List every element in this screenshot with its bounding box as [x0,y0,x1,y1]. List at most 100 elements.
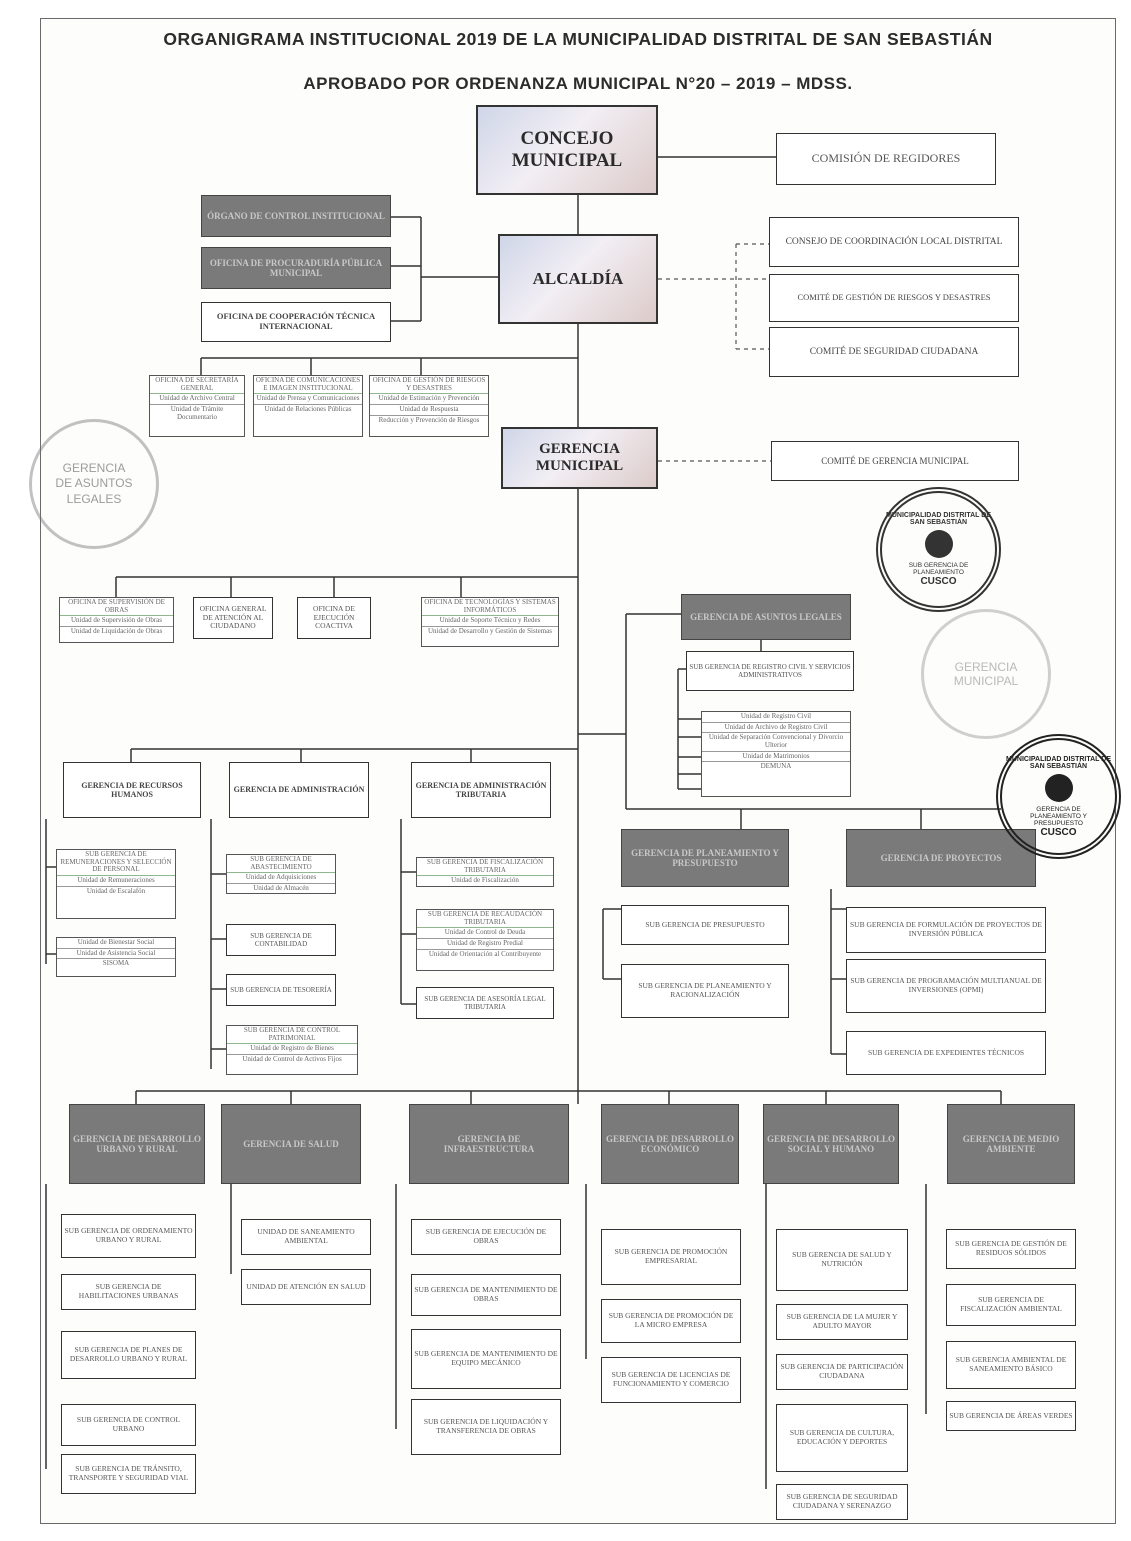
gerencia-planeamiento-box: GERENCIA DE PLANEAMIENTO Y PRESUPUESTO [621,829,789,887]
proyectos-sub-1: SUB GERENCIA DE FORMULACIÓN DE PROYECTOS… [846,907,1046,953]
unit-item: Unidad de Orientación al Contribuyente [428,949,542,958]
gerencia-proyectos-box: GERENCIA DE PROYECTOS [846,829,1036,887]
sub-title: SUB GERENCIA DE REMUNERACIONES Y SELECCI… [57,850,175,877]
infra-sub-3: SUB GERENCIA DE MANTENIMIENTO DE EQUIPO … [411,1329,561,1389]
comision-regidores-box: COMISIÓN DE REGIDORES [776,133,996,185]
infra-sub-4: SUB GERENCIA DE LIQUIDACIÓN Y TRANSFEREN… [411,1399,561,1455]
admin-sub-1: SUB GERENCIA DE ABASTECIMIENTO Unidad de… [226,854,336,894]
org-chart-page: ORGANIGRAMA INSTITUCIONAL 2019 DE LA MUN… [29,18,1121,1524]
office-unit: Unidad de Estimación y Prevención [370,394,488,406]
sub-title: SUB GERENCIA DE ABASTECIMIENTO [227,855,335,874]
chart-title: ORGANIGRAMA INSTITUCIONAL 2019 DE LA MUN… [163,29,993,49]
comite-gerencia-box: COMITÉ DE GERENCIA MUNICIPAL [771,441,1019,481]
social-sub-1: SUB GERENCIA DE SALUD Y NUTRICIÓN [776,1229,908,1291]
office-unit: Unidad de Archivo Central [150,394,244,406]
economico-sub-2: SUB GERENCIA DE PROMOCIÓN DE LA MICRO EM… [601,1299,741,1343]
office-title: OFICINA DE COMUNICACIONES E IMAGEN INSTI… [254,376,362,395]
infra-sub-2: SUB GERENCIA DE MANTENIMIENTO DE OBRAS [411,1274,561,1316]
sub-title: SUB GERENCIA DE RECAUDACIÓN TRIBUTARIA [417,910,553,929]
economico-sub-1: SUB GERENCIA DE PROMOCIÓN EMPRESARIAL [601,1229,741,1285]
gerencia-desarrollo-economico-box: GERENCIA DE DESARROLLO ECONÓMICO [601,1104,739,1184]
alcaldia-box: ALCALDÍA [498,234,658,324]
seal-text: MUNICIPALIDAD DISTRITAL DE SAN SEBASTIÁN… [886,512,991,587]
social-sub-4: SUB GERENCIA DE CULTURA, EDUCACIÓN Y DEP… [776,1404,908,1472]
proyectos-sub-3: SUB GERENCIA DE EXPEDIENTES TÉCNICOS [846,1031,1046,1075]
gerencia-municipal-box: GERENCIA MUNICIPAL [501,427,658,489]
seal-municipalidad-1: MUNICIPALIDAD DISTRITAL DE SAN SEBASTIÁN… [876,487,1001,612]
unit-item: Unidad de Bienestar Social [57,938,175,949]
unit-item: DEMUNA [760,762,792,771]
concejo-municipal-box: CONCEJO MUNICIPAL [476,105,658,195]
office-unit: Unidad de Relaciones Públicas [264,405,352,414]
office-unit: Unidad de Prensa y Comunicaciones [254,394,362,406]
organo-control-box: ÓRGANO DE CONTROL INSTITUCIONAL [201,195,391,237]
seal-text: GERENCIA MUNICIPAL [953,660,1019,688]
alcaldia-office-3: OFICINA DE GESTIÓN DE RIESGOS Y DESASTRE… [369,375,489,437]
salud-sub-1: UNIDAD DE SANEAMIENTO AMBIENTAL [241,1219,371,1255]
urbano-sub-4: SUB GERENCIA DE CONTROL URBANO [61,1404,196,1446]
unit-item: SISOMA [102,959,130,968]
ambiente-sub-1: SUB GERENCIA DE GESTIÓN DE RESIDUOS SÓLI… [946,1229,1076,1269]
unit-item: Unidad de Escalafón [86,886,146,895]
infra-sub-1: SUB GERENCIA DE EJECUCIÓN DE OBRAS [411,1219,561,1255]
gerencia-office-3: OFICINA DE EJECUCIÓN COACTIVA [297,597,371,639]
social-sub-2: SUB GERENCIA DE LA MUJER Y ADULTO MAYOR [776,1304,908,1340]
office-unit: Reducción y Prevención de Riesgos [378,415,480,424]
admin-sub-2: SUB GERENCIA DE CONTABILIDAD [226,924,336,956]
cooperacion-box: OFICINA DE COOPERACIÓN TÉCNICA INTERNACI… [201,302,391,342]
planeamiento-sub-2: SUB GERENCIA DE PLANEAMIENTO Y RACIONALI… [621,964,789,1018]
unit-item: Unidad de Almacén [253,884,309,893]
ambiente-sub-2: SUB GERENCIA DE FISCALIZACIÓN AMBIENTAL [946,1284,1076,1326]
procuraduria-box: OFICINA DE PROCURADURÍA PÚBLICA MUNICIPA… [201,247,391,289]
urbano-sub-1: SUB GERENCIA DE ORDENAMIENTO URBANO Y RU… [61,1214,196,1258]
gerencia-medio-ambiente-box: GERENCIA DE MEDIO AMBIENTE [947,1104,1075,1184]
chart-subtitle: APROBADO POR ORDENANZA MUNICIPAL N°20 – … [303,74,853,93]
admin-sub-3: SUB GERENCIA DE TESORERÍA [226,974,336,1006]
gerencia-office-4: OFICINA DE TECNOLOGÍAS Y SISTEMAS INFORM… [421,597,559,647]
consejo-coordinacion-box: CONSEJO DE COORDINACIÓN LOCAL DISTRITAL [769,217,1019,267]
seal-asuntos-legales: GERENCIA DE ASUNTOS LEGALES [29,419,159,549]
planeamiento-sub-1: SUB GERENCIA DE PRESUPUESTO [621,905,789,945]
office-unit: Unidad de Respuesta [370,405,488,416]
office-title: OFICINA DE SUPERVISIÓN DE OBRAS [60,598,173,617]
comite-seguridad-box: COMITÉ DE SEGURIDAD CIUDADANA [769,327,1019,377]
unit-item: Unidad de Asistencia Social [57,949,175,960]
seal-gerencia-municipal: GERENCIA MUNICIPAL [921,609,1051,739]
gerencia-tributaria-box: GERENCIA DE ADMINISTRACIÓN TRIBUTARIA [411,762,551,818]
admin-sub-4: SUB GERENCIA DE CONTROL PATRIMONIAL Unid… [226,1025,358,1075]
unit-item: Unidad de Registro de Bienes [227,1044,357,1056]
office-unit: Unidad de Liquidación de Obras [70,627,163,636]
tributaria-sub-1: SUB GERENCIA DE FISCALIZACIÓN TRIBUTARIA… [416,857,554,887]
office-title: OFICINA DE SECRETARÍA GENERAL [150,376,244,395]
sub-title: SUB GERENCIA DE CONTROL PATRIMONIAL [227,1026,357,1045]
gerencia-salud-box: GERENCIA DE SALUD [221,1104,361,1184]
unit-item: Unidad de Separación Convencional y Divo… [702,733,850,752]
seal-municipalidad-2: MUNICIPALIDAD DISTRITAL DE SAN SEBASTIÁN… [996,734,1121,859]
urbano-sub-5: SUB GERENCIA DE TRÁNSITO, TRANSPORTE Y S… [61,1454,196,1494]
office-unit: Unidad de Supervisión de Obras [60,616,173,628]
unit-item: Unidad de Remuneraciones [57,876,175,887]
unit-item: Unidad de Control de Activos Fijos [242,1055,342,1064]
gerencia-infraestructura-box: GERENCIA DE INFRAESTRUCTURA [409,1104,569,1184]
unit-item: Unidad de Archivo de Registro Civil [702,723,850,734]
unit-item: Unidad de Matrimonios [702,752,850,763]
registro-civil-units: Unidad de Registro Civil Unidad de Archi… [701,711,851,797]
ambiente-sub-4: SUB GERENCIA DE ÁREAS VERDES [946,1401,1076,1431]
sub-title: SUB GERENCIA DE FISCALIZACIÓN TRIBUTARIA [417,858,553,877]
unit-item: Unidad de Adquisiciones [227,873,335,885]
social-sub-5: SUB GERENCIA DE SEGURIDAD CIUDADANA Y SE… [776,1484,908,1520]
gerencia-office-1: OFICINA DE SUPERVISIÓN DE OBRAS Unidad d… [59,597,174,643]
office-unit: Unidad de Desarrollo y Gestión de Sistem… [427,627,553,636]
connector-lines [45,156,1002,1489]
economico-sub-3: SUB GERENCIA DE LICENCIAS DE FUNCIONAMIE… [601,1357,741,1403]
salud-sub-2: UNIDAD DE ATENCIÓN EN SALUD [241,1269,371,1305]
seal-text: GERENCIA DE ASUNTOS LEGALES [55,460,133,506]
office-unit: Unidad de Trámite Documentario [170,405,224,421]
urbano-sub-2: SUB GERENCIA DE HABILITACIONES URBANAS [61,1274,196,1310]
alcaldia-office-1: OFICINA DE SECRETARÍA GENERAL Unidad de … [149,375,245,437]
unit-item: Unidad de Registro Civil [702,712,850,723]
rrhh-units: Unidad de Bienestar Social Unidad de Asi… [56,937,176,977]
gerencia-asuntos-legales-box: GERENCIA DE ASUNTOS LEGALES [681,594,851,640]
tributaria-sub-2: SUB GERENCIA DE RECAUDACIÓN TRIBUTARIA U… [416,909,554,971]
alcaldia-office-2: OFICINA DE COMUNICACIONES E IMAGEN INSTI… [253,375,363,437]
